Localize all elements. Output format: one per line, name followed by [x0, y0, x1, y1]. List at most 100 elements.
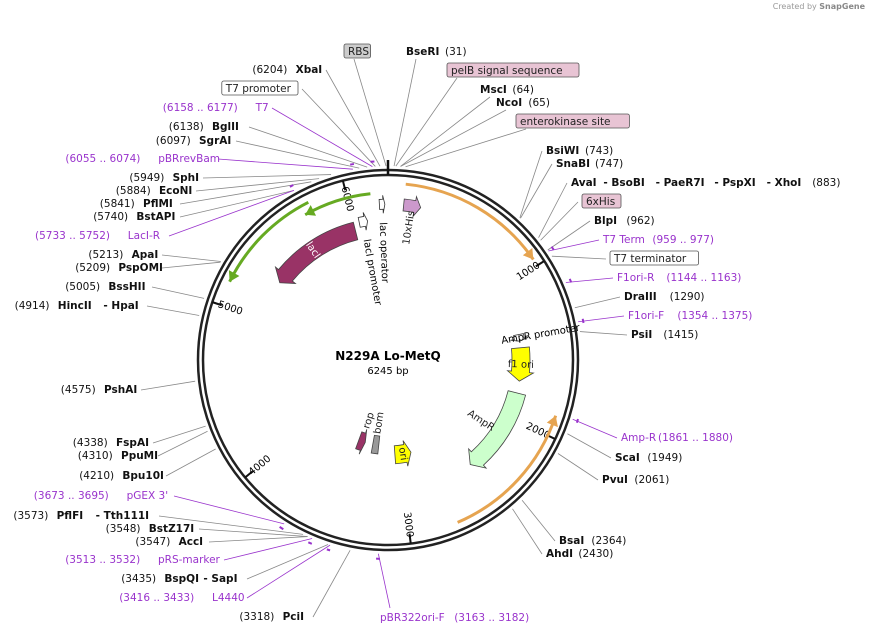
site-label: (3673 .. 3695)pGEX 3' — [34, 490, 168, 502]
label-text: F1ori-F — [628, 310, 664, 322]
label-text: BspQI — [164, 573, 199, 585]
site-label: (3435) BspQI - SapI — [121, 573, 237, 585]
feature-ampr — [468, 390, 527, 469]
site-label: SnaBI(747) — [556, 158, 623, 170]
feature-label: AmpR — [465, 408, 496, 434]
leader-line — [179, 181, 312, 205]
site-label: (4210)Bpu10I — [79, 470, 164, 482]
label-text: (4210) — [79, 470, 114, 482]
leader-line — [173, 495, 285, 525]
label-text: (2061) — [634, 474, 669, 486]
orf-arc — [405, 182, 535, 261]
leader-line — [572, 418, 618, 439]
label-text: PflFI — [57, 510, 84, 522]
label-box — [446, 62, 580, 78]
label-text: BsaI — [559, 535, 584, 547]
site-label: (4338)FspAI — [73, 437, 149, 449]
label-text: SphI — [173, 172, 199, 184]
leader-line — [512, 508, 543, 555]
credit-prefix: Created by — [772, 2, 817, 11]
label-text: (3435) — [121, 573, 156, 585]
map-center: N229A Lo-MetQ 6245 bp — [335, 349, 440, 377]
leader-line — [521, 499, 556, 542]
label-box-text: pelB signal sequence — [451, 65, 563, 77]
label-text: (4310) — [78, 450, 113, 462]
leader-line — [574, 296, 621, 309]
site-label: RBS — [343, 43, 372, 59]
label-text: NcoI — [496, 97, 522, 109]
orf-arc — [228, 200, 309, 283]
label-text: PflMI — [143, 198, 173, 210]
label-text: (4914) — [15, 300, 50, 312]
label-text: PpuMI — [121, 450, 158, 462]
site-label: (5884)EcoNI — [116, 185, 193, 197]
tick-label: 1000 — [515, 260, 542, 283]
snapgene-credit: Created by SnapGene — [773, 2, 865, 11]
leader-line — [208, 536, 308, 543]
label-text: BstAPI — [136, 211, 175, 223]
feature-label: ori — [396, 447, 409, 462]
label-text: - PspXI — [714, 177, 755, 189]
leader-line — [158, 515, 304, 535]
site-label: MscI(64) — [480, 84, 534, 96]
tick-mark — [211, 301, 223, 307]
site-label: (5841)PflMI — [100, 198, 173, 210]
orf-arrowhead — [522, 247, 534, 260]
orf-arc — [304, 192, 371, 217]
leader-line — [520, 163, 553, 219]
label-text: (1415) — [663, 329, 698, 341]
site-label: NcoI (65) — [496, 97, 550, 109]
primer-arc — [326, 548, 331, 552]
site-label: (4914)HincII- HpaI — [15, 300, 139, 312]
site-label: T7 Term (959 .. 977) — [602, 234, 714, 246]
site-label: (3573)PflFI- Tth111I — [13, 510, 149, 522]
label-leader-lines — [140, 58, 628, 618]
leader-line — [157, 430, 208, 457]
site-label: (4575)PshAI — [61, 384, 137, 396]
label-text: (1861 .. 1880) — [658, 432, 733, 444]
site-label: (6204)XbaI — [252, 64, 322, 76]
label-text: (959 .. 977) — [652, 234, 714, 246]
site-label: (3547)AccI — [135, 536, 203, 548]
leader-line — [246, 544, 329, 580]
leader-line — [312, 550, 351, 618]
site-label: T7 terminator — [609, 250, 699, 266]
credit-brand: SnapGene — [819, 2, 865, 11]
label-text: (5213) — [88, 249, 123, 261]
label-text: BlpI — [594, 215, 617, 227]
orf-arrowhead — [546, 415, 558, 428]
leader-line — [519, 150, 543, 218]
label-text: Amp-R — [621, 432, 656, 444]
site-label: BlpI(962) — [594, 215, 655, 227]
orf-arrows — [228, 182, 558, 524]
label-text: L4440 — [212, 592, 245, 604]
site-label: (6158 .. 6177)T7 — [163, 102, 269, 114]
leader-line — [565, 277, 614, 283]
label-text: (5884) — [116, 185, 151, 197]
label-box-text: T7 promoter — [225, 83, 292, 95]
label-text: (5209) — [75, 262, 110, 274]
leader-line — [146, 305, 200, 316]
label-text: XbaI — [296, 64, 323, 76]
label-text: - PaeR7I — [656, 177, 705, 189]
label-text: (65) — [528, 97, 550, 109]
leader-line — [202, 174, 332, 179]
leader-line — [578, 315, 625, 323]
leader-line — [400, 109, 507, 167]
label-text: T7 Term — [602, 234, 645, 246]
label-text: PvuI — [602, 474, 628, 486]
tick-mark — [408, 533, 412, 544]
backbone-ring — [196, 160, 580, 552]
label-text: PshAI — [104, 384, 137, 396]
label-text: (6055 .. 6074) — [65, 153, 140, 165]
feature-rop — [355, 429, 368, 455]
label-text: - SapI — [203, 573, 237, 585]
leader-line — [271, 107, 373, 167]
label-text: (6158 .. 6177) — [163, 102, 238, 114]
label-text: pRS-marker — [158, 554, 221, 566]
primer-arc — [350, 162, 355, 166]
leader-line — [377, 553, 391, 609]
site-label: BsiWI(743) — [546, 145, 613, 157]
label-text: (3416 .. 3433) — [119, 592, 194, 604]
orf-arrowhead — [305, 205, 317, 216]
